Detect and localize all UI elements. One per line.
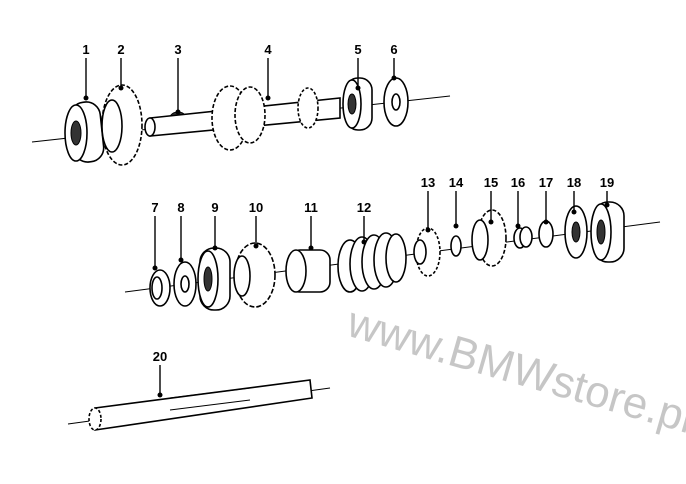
callout-20: 20 xyxy=(153,349,167,398)
part-18-bearing-race xyxy=(564,205,588,259)
callout-17: 17 xyxy=(539,175,553,225)
callout-11: 11 xyxy=(304,200,318,251)
callout-number: 8 xyxy=(177,200,184,215)
callout-10: 10 xyxy=(249,200,263,249)
leader-dot xyxy=(178,257,184,263)
part-5-bearing xyxy=(342,77,373,131)
callout-6: 6 xyxy=(390,42,398,81)
callout-3: 3 xyxy=(174,42,182,115)
callout-number: 19 xyxy=(600,175,614,190)
callout-number: 3 xyxy=(174,42,181,57)
part-17-ring xyxy=(538,220,554,248)
callout-18: 18 xyxy=(567,175,581,215)
part-13-gear xyxy=(413,227,441,277)
callout-4: 4 xyxy=(264,42,272,101)
callout-12: 12 xyxy=(357,200,371,245)
callout-number: 2 xyxy=(117,42,124,57)
callout-number: 9 xyxy=(211,200,218,215)
callout-number: 11 xyxy=(304,200,318,215)
part-9-bearing xyxy=(197,247,231,311)
part-19-bearing xyxy=(590,201,625,263)
callout-15: 15 xyxy=(484,175,498,225)
leader-dot xyxy=(604,202,610,208)
callout-9: 9 xyxy=(211,200,219,251)
callout-number: 20 xyxy=(153,349,167,364)
callout-number: 7 xyxy=(151,200,158,215)
callout-7: 7 xyxy=(151,200,159,271)
callout-8: 8 xyxy=(177,200,185,263)
part-10-helical-gear xyxy=(233,242,276,308)
part-11-dog-clutch xyxy=(285,249,331,293)
leader-dot xyxy=(515,223,521,229)
part-14-circlip xyxy=(450,235,462,257)
callout-2: 2 xyxy=(117,42,125,91)
part-4-countershaft xyxy=(144,85,341,151)
leader-dot xyxy=(308,245,314,251)
callout-1: 1 xyxy=(82,42,90,101)
leader-dot xyxy=(425,227,431,233)
callout-number: 18 xyxy=(567,175,581,190)
part-12-spring xyxy=(337,232,407,293)
part-7-ring xyxy=(149,269,171,307)
leader-dot xyxy=(453,223,459,229)
part-16-spring-ring xyxy=(513,226,533,249)
leader-dot xyxy=(488,219,494,225)
leader-dot xyxy=(212,245,218,251)
leader-dot xyxy=(543,219,549,225)
leader-dot xyxy=(152,265,158,271)
callout-number: 15 xyxy=(484,175,498,190)
watermark: www.BMWstore.pl xyxy=(341,297,686,443)
callout-number: 13 xyxy=(421,175,435,190)
callout-number: 17 xyxy=(539,175,553,190)
callout-number: 5 xyxy=(354,42,361,57)
part-15-gear xyxy=(471,209,507,267)
leader-dot xyxy=(253,243,259,249)
leader-dot xyxy=(571,209,577,215)
callout-number: 1 xyxy=(82,42,89,57)
leader-dot xyxy=(391,75,397,81)
leader-dot xyxy=(355,85,361,91)
callout-number: 4 xyxy=(264,42,272,57)
callout-number: 10 xyxy=(249,200,263,215)
leader-dot xyxy=(175,109,181,115)
callout-number: 12 xyxy=(357,200,371,215)
leader-dot xyxy=(265,95,271,101)
callout-14: 14 xyxy=(449,175,464,229)
callout-16: 16 xyxy=(511,175,525,229)
part-2-gear xyxy=(101,84,143,166)
callout-number: 14 xyxy=(449,175,464,190)
leader-dot xyxy=(118,85,124,91)
part-8-washer xyxy=(173,261,197,307)
part-1-bearing xyxy=(64,101,105,163)
callout-19: 19 xyxy=(600,175,614,208)
callout-number: 6 xyxy=(390,42,397,57)
callout-5: 5 xyxy=(354,42,362,91)
leader-dot xyxy=(361,239,367,245)
leader-dot xyxy=(157,392,163,398)
leader-dot xyxy=(83,95,89,101)
callout-number: 16 xyxy=(511,175,525,190)
part-20-mainshaft xyxy=(88,379,313,431)
part-6-washer xyxy=(383,77,409,127)
callout-13: 13 xyxy=(421,175,435,233)
